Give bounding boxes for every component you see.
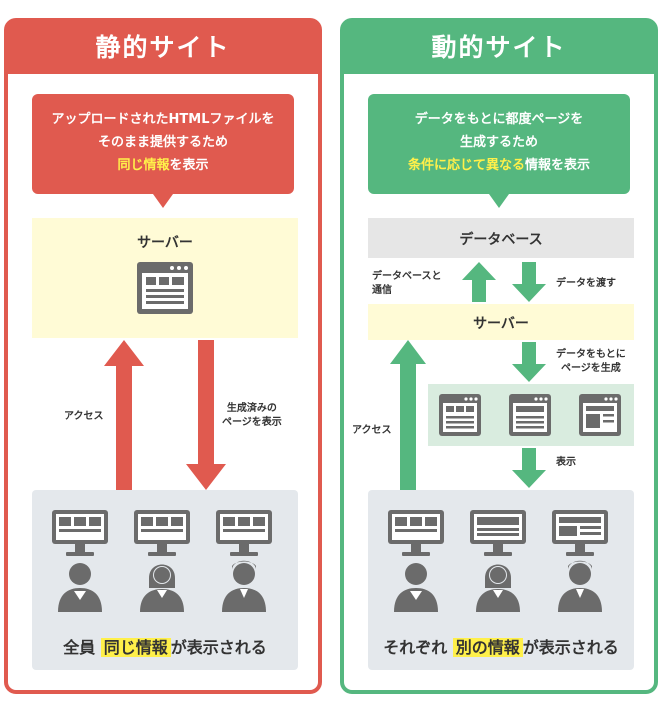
db-comm-label-line2: 通信 [372, 285, 392, 296]
gen-label-line1: データをもとに [556, 349, 626, 360]
dynamic-server-label: サーバー [473, 316, 529, 332]
db-pass-label: データを渡す [556, 278, 616, 289]
gen-arrow [512, 342, 546, 382]
database-box: データベース [368, 218, 634, 258]
dynamic-user-3-icon [552, 510, 608, 612]
static-return-label-line2: ページを表示 [222, 417, 282, 428]
page-icon-3 [579, 394, 621, 436]
static-server-label: サーバー [137, 235, 193, 251]
display-arrow [512, 448, 546, 488]
dynamic-result-prefix: それぞれ [383, 638, 448, 657]
dynamic-desc-line2: 生成するため [459, 135, 538, 150]
static-site-title: 静的サイト [8, 22, 318, 74]
static-return-label-line1: 生成済みの [226, 403, 277, 414]
static-user-2-icon [134, 510, 190, 612]
static-desc-line2: そのまま提供するため [97, 135, 228, 150]
dynamic-result-text: それぞれ 別の情報が表示される [368, 634, 634, 658]
dynamic-result-highlight: 別の情報 [452, 638, 523, 657]
dynamic-desc-highlight: 条件に応じて異なる [407, 158, 525, 173]
static-desc-line3: 同じ情報を表示 [32, 154, 294, 177]
static-site-panel: 静的サイト アップロードされたHTMLファイルを そのまま提供するため 同じ情報… [4, 18, 322, 694]
db-comm-label-line1: データベースと [372, 271, 442, 282]
display-label: 表示 [556, 457, 576, 468]
dynamic-site-panel: 動的サイト データをもとに都度ページを 生成するため 条件に応じて異なる情報を表… [340, 18, 658, 694]
static-result-suffix: が表示される [170, 638, 267, 657]
static-result-highlight: 同じ情報 [100, 638, 171, 657]
static-desc-line1: アップロードされたHTMLファイルを [51, 112, 275, 127]
static-users-box: 全員 同じ情報が表示される [32, 490, 298, 670]
static-result-text: 全員 同じ情報が表示される [32, 634, 298, 658]
static-server-box: サーバー [32, 218, 298, 338]
page-icon-2 [509, 394, 551, 436]
server-page-icon [137, 262, 193, 314]
dynamic-user-1-icon [388, 510, 444, 612]
db-comm-label: データベースと 通信 [372, 270, 442, 298]
static-desc-suffix: を表示 [169, 158, 209, 173]
dynamic-site-description: データをもとに都度ページを 生成するため 条件に応じて異なる情報を表示 [368, 94, 630, 208]
dynamic-access-arrow [390, 340, 426, 490]
db-comm-arrow [462, 262, 496, 302]
page-icon-1 [439, 394, 481, 436]
dynamic-server-box: サーバー [368, 304, 634, 340]
dynamic-user-2-icon [470, 510, 526, 612]
dynamic-desc-line1: データをもとに都度ページを [414, 112, 584, 127]
generated-pages-box [428, 384, 634, 446]
static-user-3-icon [216, 510, 272, 612]
dynamic-access-label: アクセス [352, 425, 392, 436]
static-result-prefix: 全員 [63, 638, 96, 657]
static-access-arrow [104, 340, 144, 490]
database-label: データベース [459, 232, 543, 248]
static-site-description: アップロードされたHTMLファイルを そのまま提供するため 同じ情報を表示 [32, 94, 294, 208]
static-return-arrow [186, 340, 226, 490]
static-access-label: アクセス [64, 411, 104, 422]
dynamic-site-title: 動的サイト [344, 22, 654, 74]
static-user-1-icon [52, 510, 108, 612]
gen-label: データをもとに ページを生成 [556, 348, 626, 376]
gen-label-line2: ページを生成 [561, 363, 621, 374]
static-desc-highlight: 同じ情報 [117, 158, 170, 173]
static-return-label: 生成済みの ページを表示 [222, 402, 282, 430]
dynamic-result-suffix: が表示される [522, 638, 619, 657]
dynamic-desc-suffix: 情報を表示 [525, 158, 591, 173]
dynamic-desc-line3: 条件に応じて異なる情報を表示 [368, 154, 630, 177]
dynamic-users-box: それぞれ 別の情報が表示される [368, 490, 634, 670]
db-pass-arrow [512, 262, 546, 302]
